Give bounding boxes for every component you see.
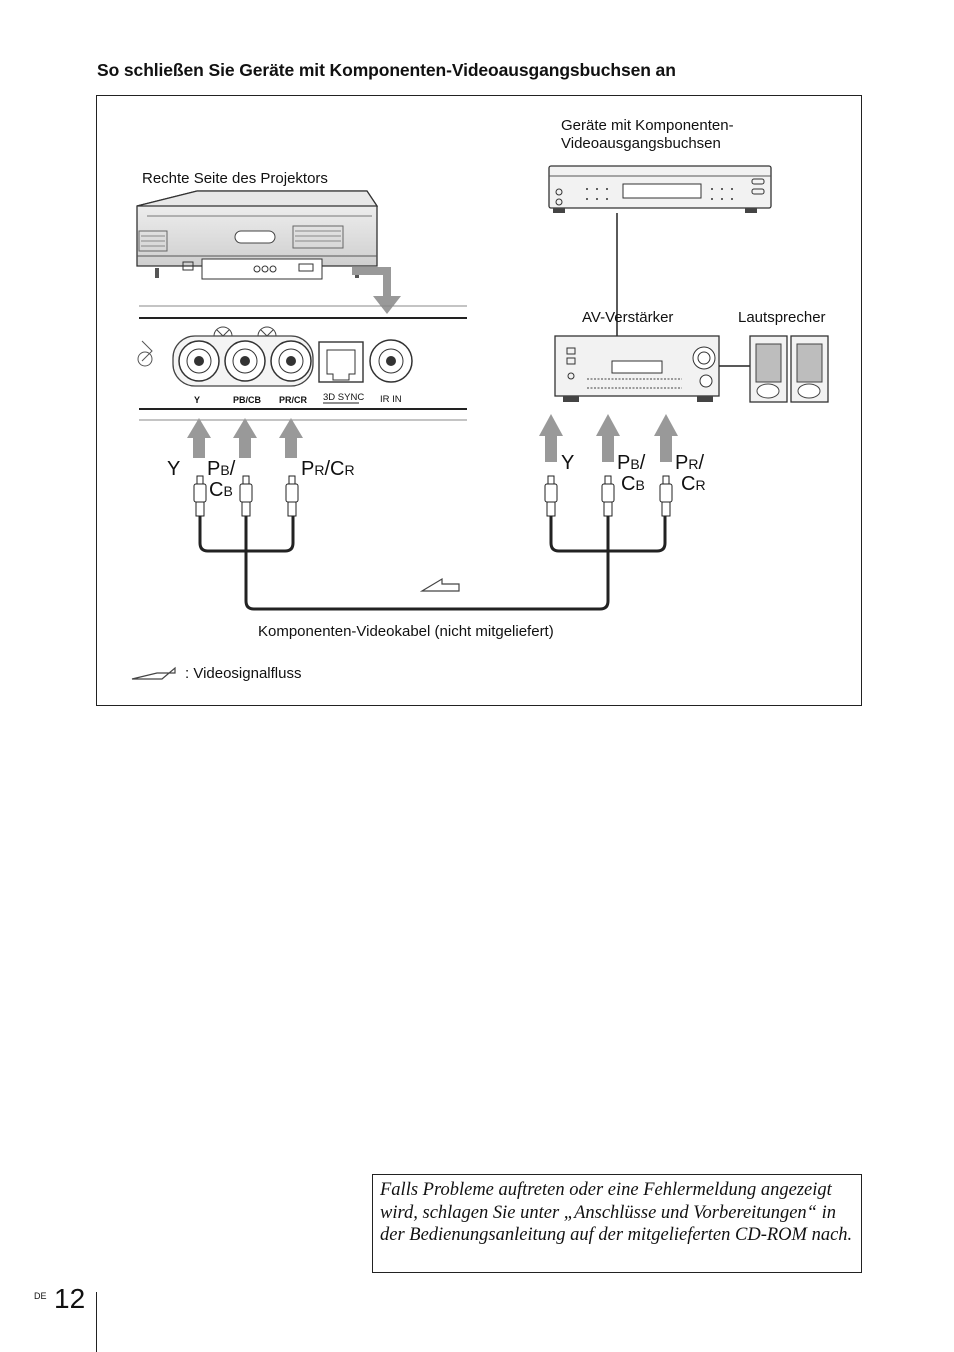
left-signal-pb: PB/: [207, 458, 236, 480]
port-label-y: Y: [194, 395, 201, 405]
port-label-pb-cb: PB/CB: [233, 395, 262, 405]
right-signal-pr: PR/: [675, 452, 705, 474]
section-heading: So schließen Sie Geräte mit Komponenten-…: [97, 60, 676, 80]
projector-illustration: [136, 190, 379, 280]
page-divider: [96, 1292, 97, 1352]
right-signal-pb: PB/: [617, 452, 646, 474]
port-label-pr-cr: PR/CR: [279, 395, 308, 405]
connection-diagram: [131, 165, 829, 680]
source-device-illustration: [548, 165, 772, 213]
amplifier-label: AV-Verstärker: [582, 309, 674, 326]
right-signal-cb: CB: [621, 473, 645, 495]
jack-panel: [137, 305, 467, 421]
left-signal-y: Y: [167, 458, 181, 480]
right-signal-y: Y: [561, 452, 575, 474]
projector-label: Rechte Seite des Projektors: [142, 170, 328, 187]
source-device-label-line1: Geräte mit Komponenten-: [561, 117, 734, 134]
page-number: 12: [54, 1283, 86, 1314]
left-signal-cb: CB: [209, 479, 233, 501]
legend-label: : Videosignalfluss: [185, 665, 302, 682]
page-language: DE: [34, 1291, 47, 1301]
left-signal-pr-cr: PR/CR: [301, 458, 355, 480]
port-label-ir-in: IR IN: [380, 394, 402, 405]
av-amplifier-illustration: [554, 335, 720, 402]
cable-label: Komponenten-Videokabel (nicht mitgeliefe…: [258, 623, 554, 640]
connection-figure: Geräte mit Komponenten- Videoausgangsbuc…: [96, 95, 862, 706]
speaker-label: Lautsprecher: [738, 309, 826, 326]
right-signal-cr: CR: [681, 473, 706, 495]
source-device-label-line2: Videoausgangsbuchsen: [561, 135, 721, 152]
speakers-illustration: [749, 335, 829, 403]
port-label-3d-sync: 3D SYNC: [323, 392, 365, 403]
note-box: Falls Probleme auftreten oder eine Fehle…: [372, 1174, 862, 1273]
